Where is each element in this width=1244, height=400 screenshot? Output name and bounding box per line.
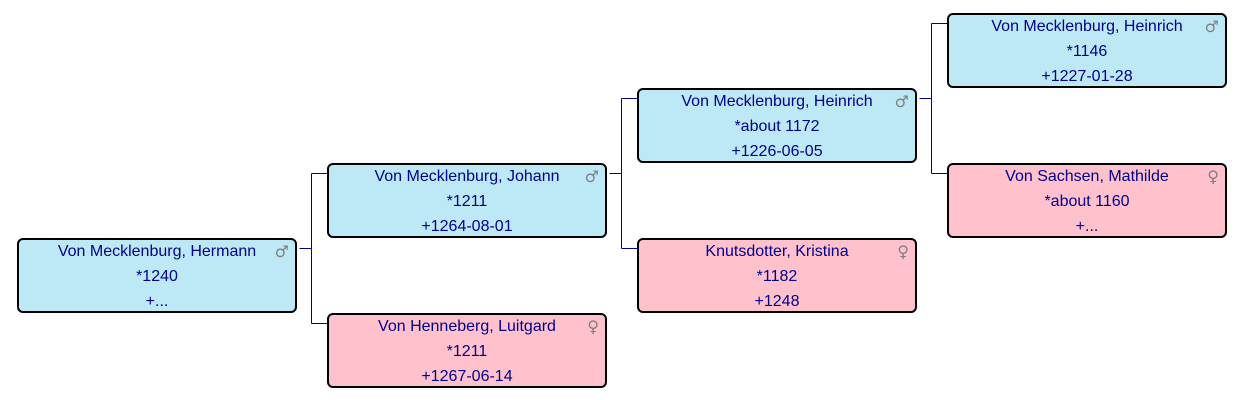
male-icon: ♂ <box>274 242 289 261</box>
person-birth: *1211 <box>446 343 488 360</box>
female-icon: ♀ <box>1207 167 1219 186</box>
person-death: +1267-06-14 <box>421 368 513 385</box>
male-icon: ♂ <box>1204 17 1219 36</box>
person-death: +... <box>1075 218 1099 235</box>
person-death: +... <box>145 293 169 310</box>
person-name: Von Sachsen, Mathilde <box>1005 168 1169 185</box>
person-birth: *about 1172 <box>734 118 820 135</box>
person-box-heinrich-1172[interactable]: Von Mecklenburg, Heinrich *about 1172 +1… <box>637 88 917 163</box>
person-name: Knutsdotter, Kristina <box>705 243 849 260</box>
person-death: +1264-08-01 <box>421 218 513 235</box>
female-icon: ♀ <box>587 317 599 336</box>
person-birth: *1146 <box>1066 43 1108 60</box>
person-name: Von Mecklenburg, Hermann <box>57 243 257 260</box>
person-box-luitgard[interactable]: Von Henneberg, Luitgard *1211 +1267-06-1… <box>327 313 607 388</box>
person-name: Von Mecklenburg, Heinrich <box>991 18 1183 35</box>
person-death: +1248 <box>754 293 800 310</box>
person-name: Von Mecklenburg, Johann <box>374 168 560 185</box>
person-name: Von Mecklenburg, Heinrich <box>681 93 873 110</box>
person-box-heinrich-1146[interactable]: Von Mecklenburg, Heinrich *1146 +1227-01… <box>947 13 1227 88</box>
connector-p2-parents <box>609 98 637 249</box>
connector-p1-parents <box>299 173 327 324</box>
person-birth: *1240 <box>136 268 178 285</box>
male-icon: ♂ <box>894 92 909 111</box>
person-box-johann[interactable]: Von Mecklenburg, Johann *1211 +1264-08-0… <box>327 163 607 238</box>
female-icon: ♀ <box>897 242 909 261</box>
person-death: +1227-01-28 <box>1041 68 1133 85</box>
person-birth: *1211 <box>446 193 488 210</box>
person-death: +1226-06-05 <box>731 143 823 160</box>
person-birth: *1182 <box>756 268 798 285</box>
person-birth: *about 1160 <box>1044 193 1130 210</box>
person-name: Von Henneberg, Luitgard <box>378 318 556 335</box>
connector-p4-parents <box>919 23 947 174</box>
person-box-mathilde[interactable]: Von Sachsen, Mathilde *about 1160 +... ♀ <box>947 163 1227 238</box>
person-box-hermann[interactable]: Von Mecklenburg, Hermann *1240 +... ♂ <box>17 238 297 313</box>
male-icon: ♂ <box>584 167 599 186</box>
person-box-kristina[interactable]: Knutsdotter, Kristina *1182 +1248 ♀ <box>637 238 917 313</box>
